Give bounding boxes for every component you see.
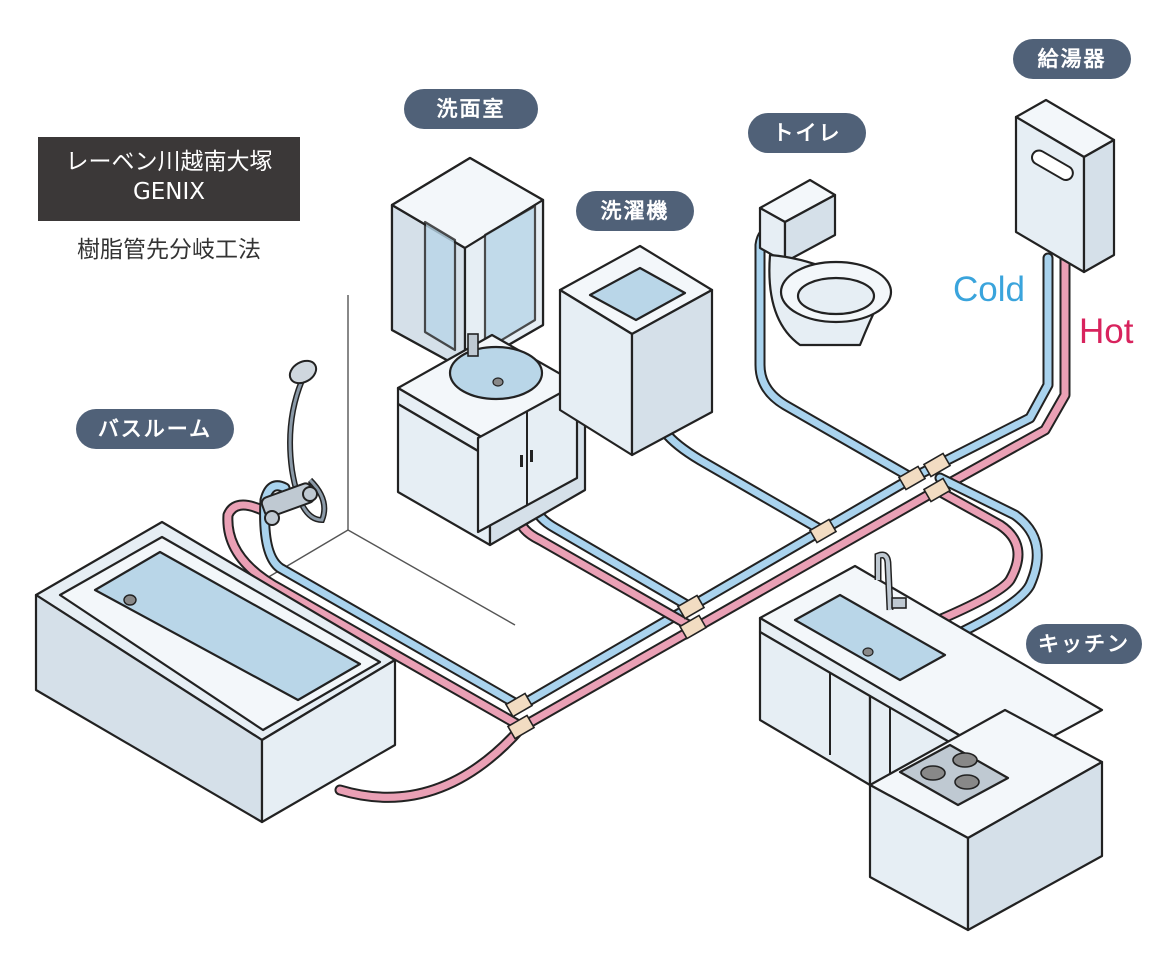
water-heater (1014, 98, 1116, 274)
label-water-heater: 給湯器 (1013, 39, 1131, 79)
kitchen (758, 551, 1104, 932)
bathtub (34, 520, 397, 824)
title-box: レーベン川越南大塚 GENIX (38, 137, 300, 221)
title-line-2: GENIX (132, 179, 206, 205)
label-kitchen: キッチン (1026, 624, 1142, 664)
label-toilet: トイレ (748, 113, 866, 153)
label-bathroom: バスルーム (76, 409, 234, 449)
label-washroom: 洗面室 (404, 89, 538, 129)
label-washing-machine: 洗濯機 (576, 191, 694, 231)
cold-label: Cold (953, 270, 1025, 309)
toilet (758, 178, 893, 347)
subtitle: 樹脂管先分岐工法 (77, 237, 261, 263)
washing-machine (558, 244, 714, 457)
shower (260, 359, 328, 526)
hot-label: Hot (1079, 312, 1134, 351)
pipe-joints (504, 452, 952, 740)
vanity (390, 156, 587, 547)
title-line-1: レーベン川越南大塚 (65, 149, 273, 175)
room-walls (254, 295, 516, 626)
